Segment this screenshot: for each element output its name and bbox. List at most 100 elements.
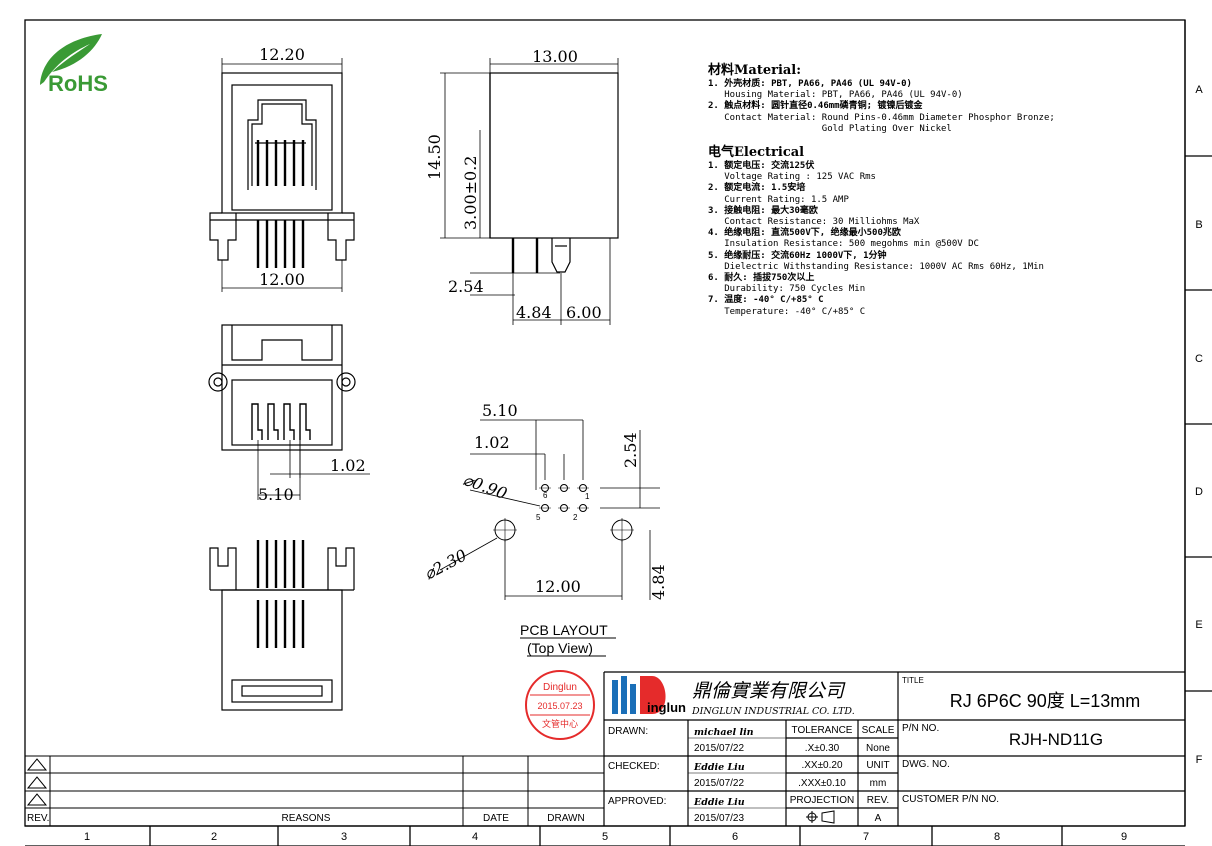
approved-name: Eddie Liu	[693, 797, 745, 808]
material-1-en: Housing Material: PBT, PA66, PA46 (UL 94…	[708, 90, 963, 101]
dim-12-00-top: 12.00	[259, 270, 305, 289]
front-view-top	[209, 58, 355, 292]
dwg-no-label: DWG. NO.	[902, 759, 950, 770]
grid-col-1: 1	[84, 831, 90, 843]
revision-header-date: DATE	[483, 813, 509, 824]
pcb-layout	[439, 419, 660, 600]
pcb-dim-0-90: ⌀0.90	[461, 470, 510, 503]
material-2-en-2: Gold Plating Over Nickel	[708, 123, 952, 134]
material-1-cn: 1. 外壳材质: PBT, PA66, PA46 (UL 94V-0)	[708, 79, 912, 89]
electrical-6-cn: 6. 耐久: 插拔750次以上	[708, 273, 815, 284]
revision-header-rev: REV.	[27, 813, 49, 824]
electrical-5-cn: 5. 绝缘耐压: 交流60Hz 1000V下, 1分钟	[708, 250, 887, 261]
specification-notes: 材料Material: 1. 外壳材质: PBT, PA66, PA46 (UL…	[708, 63, 1168, 318]
dim-5-10-front: 5.10	[258, 485, 294, 504]
grid-col-2: 2	[211, 831, 217, 843]
pin-label-1: 1	[585, 492, 590, 501]
drawn-date: 2015/07/22	[694, 743, 744, 754]
pcb-dim-5-10: 5.10	[482, 401, 518, 420]
company-logo-text: inglun	[647, 700, 686, 715]
checked-label: CHECKED:	[608, 761, 660, 772]
pin-label-6: 6	[543, 491, 548, 500]
stamp-line-2: 2015.07.23	[537, 701, 582, 711]
dim-3-00: 3.00±0.2	[461, 156, 480, 230]
dim-2-54-side: 2.54	[448, 277, 484, 296]
checked-date: 2015/07/22	[694, 778, 744, 789]
electrical-6-en: Durability: 750 Cycles Min	[708, 284, 866, 295]
grid-col-4: 4	[472, 831, 478, 843]
rohs-text: RoHS	[48, 71, 108, 96]
stamp-line-3: 文管中心	[542, 718, 578, 730]
rev-value: A	[875, 813, 882, 824]
customer-pn-label: CUSTOMER P/N NO.	[902, 794, 999, 805]
tolerance-3: .XXX±0.10	[798, 778, 846, 789]
electrical-7-en: Temperature: -40° C/+85° C	[708, 306, 866, 317]
stamp-line-1: Dinglun	[543, 682, 577, 693]
approval-stamp: Dinglun 2015.07.23 文管中心	[525, 670, 595, 740]
material-title: 材料Material:	[708, 63, 802, 78]
pcb-dim-12-00: 12.00	[535, 577, 581, 596]
electrical-5-en: Dielectric Withstanding Resistance: 1000…	[708, 261, 1044, 272]
front-view-bottom	[209, 540, 355, 711]
company-name-cn: 鼎倫實業有限公司	[692, 680, 846, 702]
scale-label: SCALE	[862, 725, 895, 736]
pcb-dim-1-02: 1.02	[474, 433, 510, 452]
grid-labels: A B C D E F 1 2 3 4 5 6 7 8 9	[84, 84, 1203, 843]
dim-6-00: 6.00	[566, 303, 602, 322]
grid-col-3: 3	[341, 831, 347, 843]
grid-col-6: 6	[732, 831, 738, 843]
rev-label: REV.	[867, 795, 889, 806]
tolerance-2: .XX±0.20	[801, 760, 843, 771]
grid-col-5: 5	[602, 831, 608, 843]
pcb-dim-4-84: 4.84	[649, 564, 668, 600]
scale-value: None	[866, 743, 890, 754]
tolerance-label: TOLERANCE	[792, 725, 853, 736]
grid-col-9: 9	[1121, 831, 1127, 843]
electrical-7-cn: 7. 温度: -40° C/+85° C	[708, 295, 824, 306]
projection-symbol-icon	[806, 810, 835, 824]
grid-row-a: A	[1195, 84, 1203, 96]
sheet-frame	[24, 19, 1212, 846]
electrical-1-en: Voltage Rating : 125 VAC Rms	[708, 172, 876, 183]
pn-label: P/N NO.	[902, 723, 939, 734]
electrical-4-cn: 4. 绝缘电阻: 直流500V下, 绝缘最小500兆欧	[708, 228, 901, 239]
approved-label: APPROVED:	[608, 796, 666, 807]
title-label: TITLE	[902, 676, 924, 685]
side-view	[440, 58, 619, 325]
grid-row-d: D	[1195, 486, 1203, 498]
unit-value: mm	[870, 778, 887, 789]
electrical-2-cn: 2. 额定电流: 1.5安培	[708, 183, 806, 194]
grid-row-f: F	[1196, 754, 1203, 766]
drawn-label: DRAWN:	[608, 726, 648, 737]
dim-4-84-side: 4.84	[516, 303, 552, 322]
grid-col-8: 8	[994, 831, 1000, 843]
company-name-en: DINGLUN INDUSTRIAL CO. LTD.	[691, 706, 855, 717]
title-block-lines	[603, 671, 1185, 826]
drawing-title: RJ 6P6C 90度 L=13mm	[950, 691, 1141, 711]
grid-row-e: E	[1195, 619, 1202, 631]
material-2-en: Contact Material: Round Pins-0.46mm Diam…	[708, 112, 1055, 123]
pin-label-2: 2	[573, 513, 578, 522]
electrical-2-en: Current Rating: 1.5 AMP	[708, 194, 849, 205]
pcb-layout-view: (Top View)	[527, 640, 593, 656]
electrical-3-cn: 3. 接触电阻: 最大30毫欧	[708, 205, 818, 216]
material-2-cn: 2. 触点材料: 圆针直径0.46mm磷青铜; 镀镍后镀金	[708, 101, 923, 112]
dim-1-02-front: 1.02	[330, 456, 366, 475]
part-number: RJH-ND11G	[1009, 730, 1103, 749]
revision-header-reasons: REASONS	[282, 813, 331, 824]
company-logo: inglun	[612, 676, 686, 715]
revision-table-lines	[25, 755, 604, 826]
tolerance-1: .X±0.30	[805, 743, 840, 754]
electrical-1-cn: 1. 额定电压: 交流125伏	[708, 161, 815, 172]
electrical-4-en: Insulation Resistance: 500 megohms min @…	[708, 239, 979, 250]
electrical-title: 电气Electrical	[708, 145, 805, 161]
grid-row-b: B	[1195, 219, 1202, 231]
unit-label: UNIT	[866, 760, 889, 771]
dim-14-50: 14.50	[425, 134, 444, 180]
revision-header-drawn: DRAWN	[547, 813, 584, 824]
grid-row-c: C	[1195, 353, 1203, 365]
rohs-logo: RoHS	[40, 34, 108, 96]
pin-label-5: 5	[536, 513, 541, 522]
checked-name: Eddie Liu	[693, 762, 745, 773]
